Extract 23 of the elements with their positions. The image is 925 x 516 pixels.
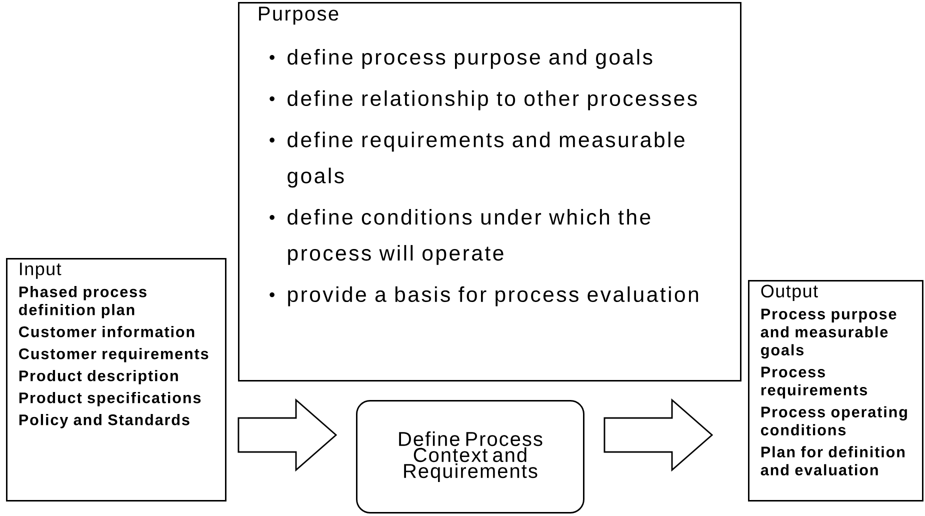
bullet-item: define relationship to other processes [270,90,697,110]
list-item: Product specifications [19,392,201,406]
box-heading: Input [20,262,62,279]
process-box [356,400,584,514]
list-item: Policy and Standards [19,414,190,428]
list-item: Product description [19,370,178,384]
block-arrow [238,398,338,472]
input-box [6,258,226,502]
list-item: Process requirements [761,366,868,398]
list-item: Phased process definition plan [19,286,146,318]
box-heading: Purpose [259,6,338,25]
list-item: Customer information [19,326,194,338]
list-item: Plan for definition and evaluation [760,446,904,476]
block-arrow [604,398,714,472]
process-label: Define Process Context and Requirements [399,431,542,482]
purpose-box [238,2,742,382]
bullet-item: provide a basis for process evaluation [270,286,698,306]
bullet-item: define process purpose and goals [270,49,652,69]
list-item: Process purpose and measurable goals [760,308,896,359]
box-heading: Output [761,284,818,302]
output-box [748,280,924,502]
list-item: Customer requirements [19,348,208,362]
list-item: Process operating conditions [761,406,907,436]
